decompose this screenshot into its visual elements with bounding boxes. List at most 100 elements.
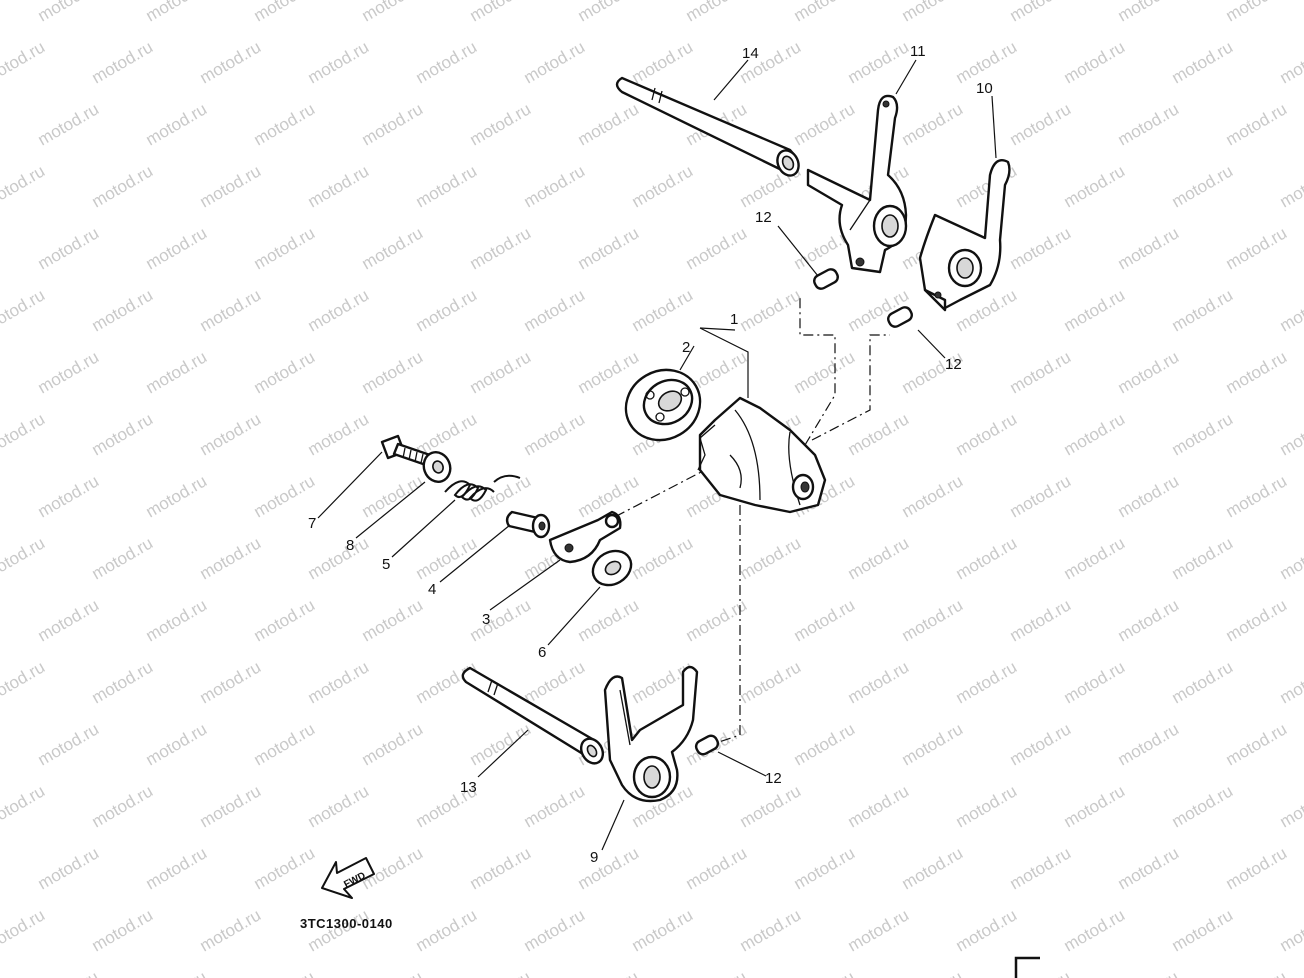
part-1-shift-drum[interactable] xyxy=(697,396,827,514)
callout-12-right: 12 xyxy=(945,356,962,373)
watermark-text: motod.ru xyxy=(521,37,589,87)
watermark-text: motod.ru xyxy=(1115,719,1183,769)
watermark-text: motod.ru xyxy=(305,533,373,583)
part-10-shift-fork[interactable] xyxy=(918,158,1011,312)
watermark-text: motod.ru xyxy=(35,967,103,978)
leader-lines xyxy=(317,59,997,851)
watermark-text: motod.ru xyxy=(197,37,265,87)
callout-1: 1 xyxy=(730,311,738,328)
watermark-text: motod.ru xyxy=(305,657,373,707)
part-3-stopper-lever[interactable] xyxy=(548,510,622,564)
watermark-text: motod.ru xyxy=(953,905,1021,955)
watermark-text: motod.ru xyxy=(413,161,481,211)
watermark-text: motod.ru xyxy=(521,905,589,955)
watermark-text: motod.ru xyxy=(899,719,967,769)
watermark-text: motod.ru xyxy=(89,905,157,955)
watermark-text: motod.ru xyxy=(845,657,913,707)
part-12-pin-right[interactable] xyxy=(886,305,914,329)
watermark-text: motod.ru xyxy=(899,595,967,645)
watermark-text: motod.ru xyxy=(1223,843,1291,893)
watermark-text: motod.ru xyxy=(413,905,481,955)
watermark-text: motod.ru xyxy=(1223,347,1291,397)
watermark-text: motod.ru xyxy=(1277,657,1304,707)
watermark-text: motod.ru xyxy=(35,0,103,25)
watermark-text: motod.ru xyxy=(1115,843,1183,893)
watermark-text: motod.ru xyxy=(683,0,751,25)
watermark-text: motod.ru xyxy=(1115,347,1183,397)
part-4-shaft-pin[interactable] xyxy=(505,510,551,539)
callout-11: 11 xyxy=(910,43,926,60)
part-9-shift-fork[interactable] xyxy=(603,665,699,803)
watermark-text: motod.ru xyxy=(899,99,967,149)
watermark-text: motod.ru xyxy=(1115,967,1183,978)
watermark-text: motod.ru xyxy=(359,223,427,273)
watermark-text: motod.ru xyxy=(575,595,643,645)
callout-12-upper: 12 xyxy=(755,209,772,226)
watermark-text: motod.ru xyxy=(251,471,319,521)
part-14-shaft-upper[interactable] xyxy=(615,76,803,179)
watermark-text: motod.ru xyxy=(845,409,913,459)
watermark-text: motod.ru xyxy=(683,967,751,978)
callout-3: 3 xyxy=(482,611,490,628)
watermark-text: motod.ru xyxy=(1007,0,1075,25)
part-12-pin-lower[interactable] xyxy=(694,734,720,757)
watermark-text: motod.ru xyxy=(791,595,859,645)
watermark-text: motod.ru xyxy=(899,967,967,978)
watermark-text: motod.ru xyxy=(953,409,1021,459)
watermark-text: motod.ru xyxy=(575,843,643,893)
watermark-text: motod.ru xyxy=(1169,161,1237,211)
watermark-text: motod.ru xyxy=(737,781,805,831)
part-11-shift-fork[interactable] xyxy=(806,94,908,274)
watermark-text: motod.ru xyxy=(899,0,967,25)
watermark-text: motod.ru xyxy=(1061,905,1129,955)
watermark-text: motod.ru xyxy=(953,533,1021,583)
part-12-pin-upper[interactable] xyxy=(812,267,840,291)
watermark-text: motod.ru xyxy=(1277,285,1304,335)
watermark-text: motod.ru xyxy=(467,99,535,149)
watermark-text: motod.ru xyxy=(1061,161,1129,211)
watermark-text: motod.ru xyxy=(89,285,157,335)
watermark-text: motod.ru xyxy=(845,37,913,87)
watermark-text: motod.ru xyxy=(1061,781,1129,831)
watermark-text: motod.ru xyxy=(1223,719,1291,769)
watermark-text: motod.ru xyxy=(737,657,805,707)
watermark-text: motod.ru xyxy=(359,347,427,397)
diagram-code: 3TC1300-0140 xyxy=(300,916,393,931)
part-5-spring[interactable] xyxy=(444,474,521,502)
watermark-text: motod.ru xyxy=(1277,37,1304,87)
watermark-text: motod.ru xyxy=(1223,99,1291,149)
watermark-text: motod.ru xyxy=(35,347,103,397)
watermark-text: motod.ru xyxy=(1169,409,1237,459)
watermark-text: motod.ru xyxy=(359,595,427,645)
watermark-text: motod.ru xyxy=(89,533,157,583)
watermark-text: motod.ru xyxy=(143,595,211,645)
callout-4: 4 xyxy=(428,581,436,598)
watermark-text: motod.ru xyxy=(953,657,1021,707)
watermark-text: motod.ru xyxy=(89,781,157,831)
watermark-text: motod.ru xyxy=(143,223,211,273)
watermark-text: motod.ru xyxy=(467,719,535,769)
callout-10: 10 xyxy=(976,80,993,97)
watermark-text: motod.ru xyxy=(35,595,103,645)
watermark-text: motod.ru xyxy=(575,223,643,273)
watermark-text: motod.ru xyxy=(197,781,265,831)
part-6-washer[interactable] xyxy=(587,544,638,592)
part-2-bearing[interactable] xyxy=(613,357,713,454)
watermark-text: motod.ru xyxy=(413,285,481,335)
watermark-text: motod.ru xyxy=(629,37,697,87)
part-13-shaft-lower[interactable] xyxy=(461,666,607,767)
part-7-bolt[interactable] xyxy=(380,434,432,467)
watermark-text: motod.ru xyxy=(1007,347,1075,397)
watermark-text: motod.ru xyxy=(305,161,373,211)
watermark-text: motod.ru xyxy=(251,595,319,645)
watermark-text: motod.ru xyxy=(737,533,805,583)
watermark-text: motod.ru xyxy=(1277,781,1304,831)
watermark-text: motod.ru xyxy=(467,0,535,25)
watermark-text: motod.ru xyxy=(413,533,481,583)
watermark-text: motod.ru xyxy=(791,347,859,397)
watermark-text: motod.ru xyxy=(1061,533,1129,583)
watermark-text: motod.ru xyxy=(1061,37,1129,87)
part-8-washer[interactable] xyxy=(420,448,455,485)
watermark-text: motod.ru xyxy=(1277,533,1304,583)
